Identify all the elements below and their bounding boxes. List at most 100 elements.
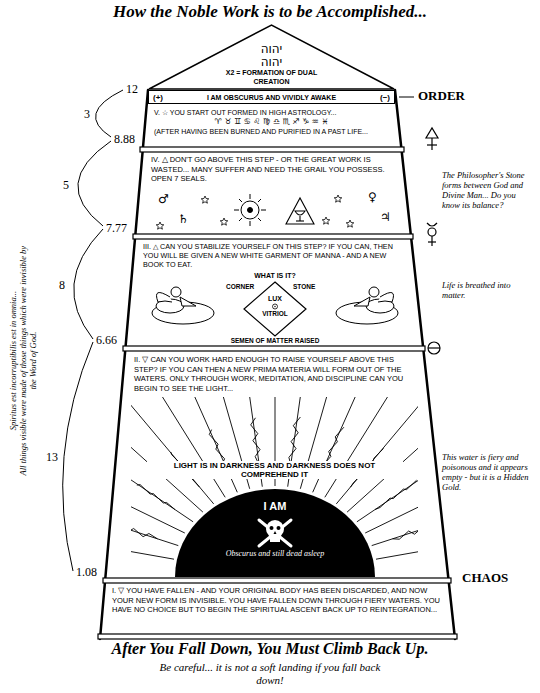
grail-triangle [296,220,304,221]
sun-eye [258,218,261,221]
sulfur-symbol [431,138,432,150]
ladder-rung [98,147,457,639]
measure-bracket [63,342,93,571]
fire-rays [357,398,418,522]
step-text: IV. △ DON'T GO ABOVE THIS STEP - OR THE … [151,155,393,184]
skull-symbol [259,520,291,546]
label-holder: SEMEN OF MATTER RAISED [175,337,375,345]
label-holder: 8 [59,278,65,293]
label-holder: 1.08 [76,565,97,580]
planet-sign: ♄ [178,212,189,226]
star [220,218,228,225]
label-holder: ♂ [158,192,169,206]
sun-eye [234,210,239,211]
angel-cloud [180,297,196,306]
label-holder: 13 [46,450,58,465]
dome-word: I AM [264,500,287,513]
label-holder: Life is breathed into matter. [442,280,535,300]
skull-symbol [274,531,277,534]
angel-cloud [354,297,370,306]
measure-bracket [63,90,123,571]
fire-rays [131,398,193,522]
mercury-symbol [428,228,436,236]
label-holder: 12 [126,82,138,97]
divine-name: יהוה [261,56,283,69]
fire-rays [131,437,185,533]
scale-number: 8.88 [114,132,135,147]
side-note: The Philosopher's Stone forms between Go… [442,170,535,210]
skull-symbol [270,526,274,530]
fire-rays [251,418,260,465]
fire-rays [131,397,203,512]
planet-sign: ♂ [158,192,169,206]
ladder-rung [103,578,451,583]
pole-label: CHAOS [462,570,508,586]
side-note: Life is breathed into matter. [442,280,535,300]
caption-holder: After You Fall Down, You Must Climb Back… [0,640,540,658]
scale-number: 12 [126,82,138,97]
step-band: III. △ CAN YOU STABILIZE YOURSELF ON THI… [139,240,406,344]
label-holder: WHAT IS IT? [215,272,335,280]
angel-cloud [369,287,379,297]
label-holder: 7.77 [106,221,127,236]
measure-bracket [74,229,103,339]
scale-number: 3 [84,107,90,122]
vertical-note-holder: Spiritus est incorruptibilis est in omni… [9,245,38,475]
grail-triangle [295,211,305,215]
fire-rays [325,397,418,497]
ladder-rung [123,346,425,351]
diamond-outline [274,306,275,307]
diamond-outline [273,304,278,309]
diamond-word: LUX [268,295,282,303]
step-band: II. ▽ CAN YOU WORK HARD ENOUGH TO RAISE … [130,353,419,577]
ladder-rung [140,147,404,152]
label-holder: CHAOS [462,570,508,586]
measure-bracket [96,90,123,137]
label-holder: This water is fiery and poisonous and it… [442,452,535,492]
sun-eye [248,208,253,213]
step-text: I. ▽ YOU HAVE FALLEN - AND YOUR ORIGINAL… [112,586,441,615]
label-holder: CORNER [226,283,254,291]
label-holder: 8.88 [114,132,135,147]
question-label: WHAT IS IT? [215,272,335,280]
ladder-rung [98,634,457,639]
arc-motto: LIGHT IS IN DARKNESS AND DARKNESS DOES N… [147,461,403,479]
label-holder: ♃ [380,210,391,224]
step-text: (AFTER HAVING BEEN BURNED AND PURIFIED I… [154,127,389,136]
grail-triangle [286,198,314,224]
apex-triangle: יהוהיהוהX2 = FORMATION OF DUAL CREATION [148,24,395,90]
sulfur-symbol [426,128,438,150]
side-motto: All things visible were made of those th… [19,245,39,475]
warning-note: Be careful... it is not a soft landing i… [150,661,390,686]
polarity-sign: (+) [153,93,163,102]
diamond-label: STONE [293,283,315,291]
divine-name: יהוה [261,43,283,56]
dark-dome: I AMObscurus and still dead asleep [175,489,375,577]
scale-number: 1.08 [76,565,97,580]
fire-rays [131,397,418,559]
angel-cloud [171,287,181,297]
order-leader [399,97,414,98]
skull-symbol [277,526,281,530]
label-holder: 5 [63,178,69,193]
dome-shape [175,489,375,577]
fire-rays [375,480,417,509]
diamond-outline [244,282,306,336]
measure-bracket [78,141,111,226]
mercury-symbol [427,223,437,226]
angel-cloud [336,287,398,324]
skull-symbol [259,520,291,546]
star [334,195,342,202]
label-holder: Be careful... it is not a soft landing i… [150,661,390,686]
planet-sign: ♃ [380,210,391,224]
diagram-caption: After You Fall Down, You Must Climb Back… [112,640,429,658]
step-text: II. ▽ CAN YOU WORK HARD ENOUGH TO RAISE … [134,355,415,393]
step-band: I. ▽ YOU HAVE FALLEN - AND YOUR ORIGINAL… [108,584,445,633]
angel-cloud [152,287,214,324]
label-holder: ♄ [178,212,189,226]
label-holder: 3 [84,107,90,122]
salt-symbol [428,342,440,354]
fire-rays [131,521,174,559]
salt-symbol [428,347,440,348]
